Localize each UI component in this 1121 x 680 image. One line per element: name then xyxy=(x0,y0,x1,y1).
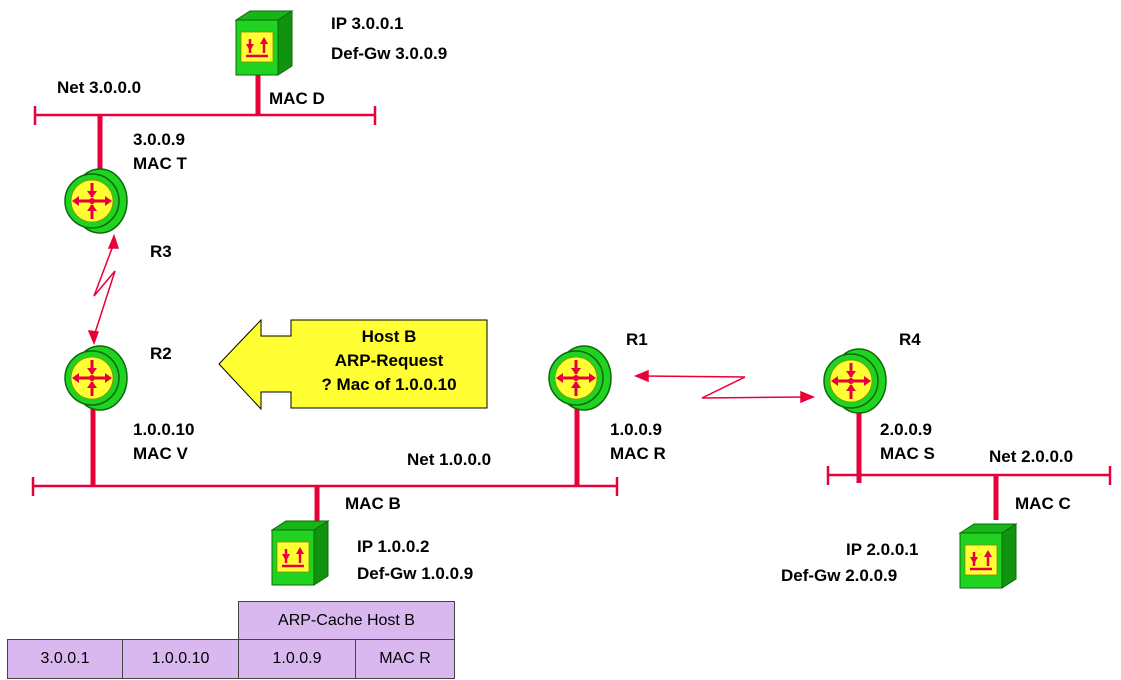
host-d-gateway: Def-Gw 3.0.0.9 xyxy=(331,44,448,63)
net1-bus xyxy=(31,477,619,496)
callout-line-2: ARP-Request xyxy=(334,351,444,370)
r1-name: R1 xyxy=(626,330,648,349)
r3-ip: 3.0.0.9 xyxy=(133,130,185,149)
r3-name: R3 xyxy=(150,242,172,261)
host-b-gateway: Def-Gw 1.0.0.9 xyxy=(357,564,474,583)
r4-ip: 2.0.0.9 xyxy=(880,420,932,439)
r3-mac: MAC T xyxy=(133,154,187,173)
router-r1-icon xyxy=(547,344,613,412)
r4-name: R4 xyxy=(899,330,921,349)
serial-link-r1-r4 xyxy=(634,369,815,404)
r4-mac: MAC S xyxy=(880,444,935,463)
r1-ip: 1.0.0.9 xyxy=(610,420,662,439)
net2-bus xyxy=(826,466,1112,485)
arp-request-callout-shape xyxy=(218,318,488,411)
host-b-mac: MAC B xyxy=(345,494,401,513)
net1-label: Net 1.0.0.0 xyxy=(407,450,492,469)
router-r3-icon xyxy=(63,167,129,235)
router-r4-icon xyxy=(822,347,888,415)
host-c-ip: IP 2.0.0.1 xyxy=(846,540,919,559)
arp-cache-cell: MAC R xyxy=(355,639,455,679)
host-b-ip: IP 1.0.0.2 xyxy=(357,537,430,556)
callout-line-3: ? Mac of 1.0.0.10 xyxy=(321,375,457,394)
host-d-icon xyxy=(234,9,294,77)
host-c-icon xyxy=(958,522,1018,590)
r1-mac: MAC R xyxy=(610,444,666,463)
arp-cache-cell: 3.0.0.1 xyxy=(7,639,123,679)
host-c-mac: MAC C xyxy=(1015,494,1071,513)
arp-request-callout: Host B ARP-Request ? Mac of 1.0.0.10 xyxy=(291,320,487,408)
host-d-mac: MAC D xyxy=(269,89,325,108)
net2-label: Net 2.0.0.0 xyxy=(989,447,1074,466)
host-d-ip: IP 3.0.0.1 xyxy=(331,14,404,33)
serial-link-r3-r2 xyxy=(87,233,120,346)
arp-cache-cell: 1.0.0.10 xyxy=(122,639,239,679)
link-drops xyxy=(90,72,999,530)
host-b-icon xyxy=(270,519,330,587)
net3-label: Net 3.0.0.0 xyxy=(57,78,142,97)
r2-name: R2 xyxy=(150,344,172,363)
arp-cache-cell: 1.0.0.9 xyxy=(238,639,356,679)
r2-ip: 1.0.0.10 xyxy=(133,420,195,439)
router-r2-icon xyxy=(63,344,129,412)
callout-line-1: Host B xyxy=(361,327,417,346)
arp-cache-header: ARP-Cache Host B xyxy=(238,601,455,640)
r2-mac: MAC V xyxy=(133,444,188,463)
host-c-gateway: Def-Gw 2.0.0.9 xyxy=(781,566,898,585)
net3-bus xyxy=(33,106,377,125)
